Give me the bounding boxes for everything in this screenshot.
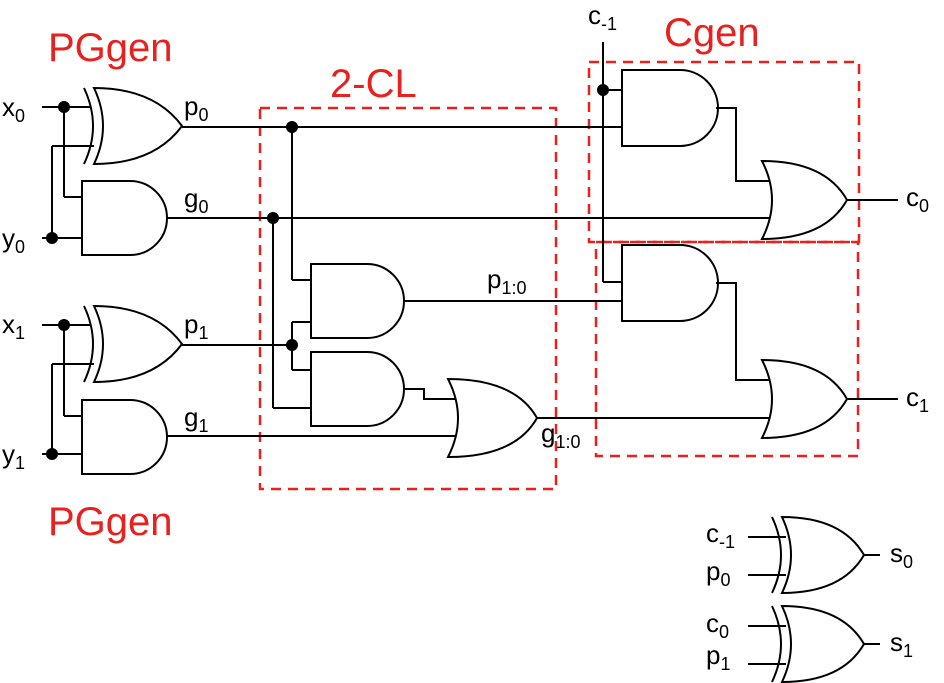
label-g1: g1 xyxy=(184,402,208,436)
or-gate-c0 xyxy=(760,159,849,241)
label-s1: s1 xyxy=(890,627,913,661)
label-x0: x0 xyxy=(2,92,25,126)
and-gate-g1 xyxy=(81,399,168,475)
label-g0: g0 xyxy=(184,183,208,217)
label-p1: p1 xyxy=(184,309,208,343)
xor-gate-s1 xyxy=(780,604,866,683)
label-c0: c0 xyxy=(906,182,929,216)
and-gate-p10 xyxy=(310,263,405,339)
two-cl-block-outline xyxy=(258,106,558,491)
label-sum0-c: c-1 xyxy=(706,518,735,552)
xor-gate-p0 xyxy=(92,86,184,166)
label-sum0-p: p0 xyxy=(706,556,730,590)
label-p0: p0 xyxy=(184,91,208,125)
label-g10: g1:0 xyxy=(541,418,581,452)
label-cm1: c-1 xyxy=(588,0,617,34)
and-gate-p0-cm1 xyxy=(621,69,719,147)
label-c1: c1 xyxy=(906,382,929,416)
or-gate-g10 xyxy=(446,377,539,459)
two-cl-label: 2-CL xyxy=(330,62,417,106)
pggen-bottom-label: PGgen xyxy=(48,500,173,544)
and-gate-g0 xyxy=(81,180,168,256)
or-gate-c1 xyxy=(760,358,849,440)
cgen-label: Cgen xyxy=(664,11,760,55)
xor-gate-s0 xyxy=(780,515,866,595)
label-x1: x1 xyxy=(2,309,25,343)
pggen-0 xyxy=(42,86,774,256)
xor-gate-p1 xyxy=(92,304,184,384)
label-s0: s0 xyxy=(890,538,913,572)
label-y0: y0 xyxy=(2,223,25,257)
two-cl-logic xyxy=(267,121,774,459)
label-y1: y1 xyxy=(2,439,25,473)
pggen-1 xyxy=(42,304,460,475)
and-gate-p1g0 xyxy=(310,351,405,427)
pggen-top-label: PGgen xyxy=(48,26,173,70)
label-p10: p1:0 xyxy=(487,264,527,298)
sum-gates xyxy=(748,515,880,683)
cgen-logic xyxy=(597,42,898,440)
label-sum1-p: p1 xyxy=(706,640,730,674)
label-sum1-c: c0 xyxy=(706,608,729,642)
and-gate-p10-cm1 xyxy=(621,244,719,322)
